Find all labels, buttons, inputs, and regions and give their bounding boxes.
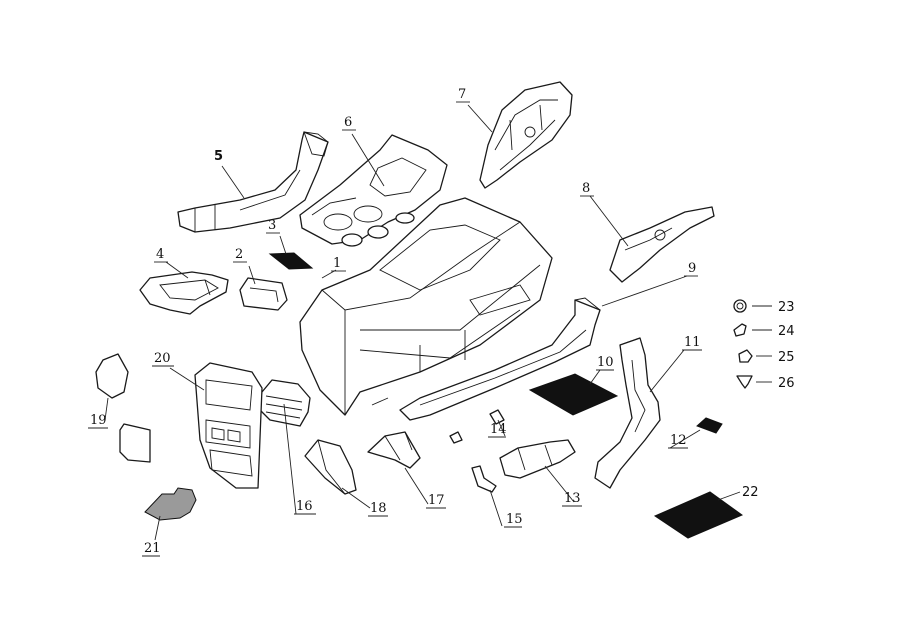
part-23-fastener <box>733 299 747 313</box>
callout-2: 2 <box>235 247 243 262</box>
part-16-vent-grille <box>257 379 311 427</box>
part-26-fastener <box>736 375 753 389</box>
part-6-top-trim <box>299 134 448 247</box>
small-cover <box>119 423 151 463</box>
leader-lines <box>104 104 772 541</box>
callout-25: 25 <box>778 350 795 365</box>
part-5-air-duct <box>177 131 329 233</box>
part-14-clip <box>489 409 505 425</box>
part-12-pad <box>696 417 723 434</box>
callout-4: 4 <box>156 247 164 262</box>
callout-10: 10 <box>597 355 614 370</box>
callout-21: 21 <box>144 541 161 556</box>
callout-26: 26 <box>778 376 795 391</box>
callout-16: 16 <box>296 499 313 514</box>
callout-3: 3 <box>268 218 276 233</box>
part-8-side-panel <box>609 206 715 283</box>
part-17-bracket <box>367 431 421 469</box>
callout-12: 12 <box>670 433 687 448</box>
callout-20: 20 <box>154 351 171 366</box>
callout-6: 6 <box>344 115 352 130</box>
callout-24: 24 <box>778 324 795 339</box>
callout-8: 8 <box>582 181 590 196</box>
part-11-vertical-duct <box>594 337 661 489</box>
part-19-round-cap <box>95 353 129 399</box>
part-4-bracket <box>139 271 229 315</box>
callout-17: 17 <box>428 493 445 508</box>
part-7-side-panel <box>479 81 573 189</box>
part-25-fastener <box>738 349 753 363</box>
callout-22: 22 <box>742 485 759 500</box>
callout-19: 19 <box>90 413 107 428</box>
part-3-mat <box>268 252 314 270</box>
callout-11: 11 <box>684 335 701 350</box>
callout-9: 9 <box>688 261 696 276</box>
part-21-mat <box>144 487 197 521</box>
part-22-mat <box>653 491 744 539</box>
part-20-rear-panel <box>194 362 263 489</box>
part-15-bracket <box>471 465 497 493</box>
callout-15: 15 <box>506 512 523 527</box>
callout-7: 7 <box>458 87 466 102</box>
callout-labels: 1 2 3 4 5 6 7 8 9 10 11 12 13 14 15 16 1… <box>90 87 795 556</box>
callout-1: 1 <box>333 256 341 271</box>
callout-23: 23 <box>778 300 795 315</box>
part-2-pad <box>239 277 288 311</box>
part-13-duct-connector <box>499 439 576 479</box>
small-clip <box>449 431 463 444</box>
part-1-console-body <box>299 197 553 416</box>
callout-5: 5 <box>214 149 223 164</box>
callout-underlines <box>88 101 702 557</box>
part-10-mat <box>528 373 619 416</box>
part-18-duct <box>304 439 357 495</box>
callout-14: 14 <box>490 422 507 437</box>
part-9-lower-trim <box>399 297 601 421</box>
part-24-fastener <box>733 323 747 337</box>
callout-18: 18 <box>370 501 387 516</box>
callout-13: 13 <box>564 491 581 506</box>
